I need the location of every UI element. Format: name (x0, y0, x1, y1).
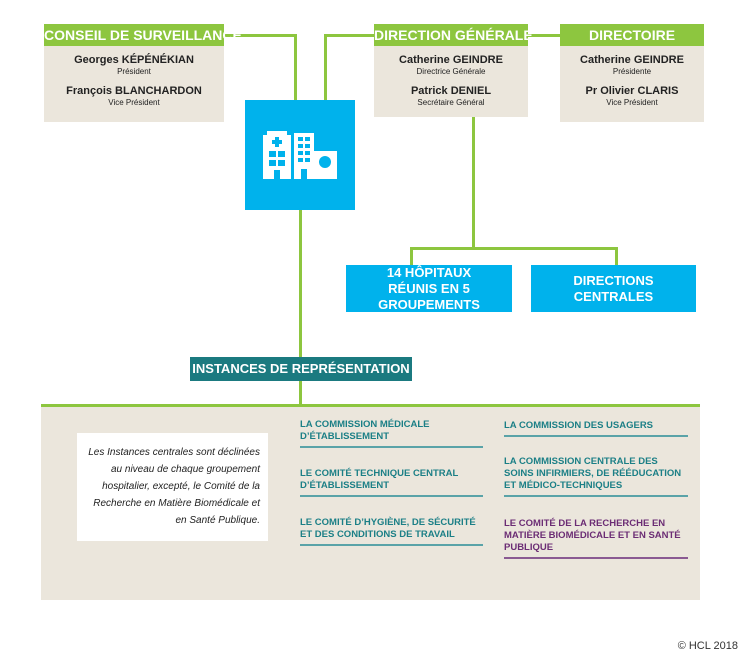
member-name: Georges KÉPÉNÉKIAN (74, 54, 194, 66)
member-role: Président (117, 67, 151, 76)
direction-card: Catherine GEINDRE Directrice Générale Pa… (374, 46, 528, 117)
member-name: Pr Olivier CLARIS (585, 85, 679, 97)
member-name: Patrick DENIEL (410, 85, 492, 97)
member-role: Présidente (612, 67, 652, 76)
connector (299, 210, 302, 406)
connector (528, 34, 560, 37)
connector (410, 247, 413, 265)
directoire-header: DIRECTOIRE (560, 24, 704, 46)
direction-header: DIRECTION GÉNÉRALE (374, 24, 533, 46)
instance-item: LA COMMISSION CENTRALE DES SOINS INFIRMI… (504, 456, 688, 497)
member-role: Directrice Générale (416, 67, 486, 76)
connector (324, 34, 374, 37)
conseil-card: Georges KÉPÉNÉKIAN Président François BL… (44, 46, 224, 122)
member-role: Vice Président (108, 98, 160, 107)
hospital-buildings-icon (263, 131, 337, 179)
member-name: Catherine GEINDRE (399, 54, 503, 66)
connector (410, 247, 618, 250)
instance-item-recherche: LE COMITÉ DE LA RECHERCHE EN MATIÈRE BIO… (504, 518, 688, 559)
connector (294, 34, 297, 100)
connector (224, 34, 297, 37)
member-name: Catherine GEINDRE (580, 54, 684, 66)
member-role: Vice Président (606, 98, 658, 107)
instance-item: LA COMMISSION MÉDICALE D’ÉTABLISSEMENT (300, 419, 483, 448)
hcl-center-box (245, 100, 355, 210)
connector (472, 117, 475, 249)
connector (324, 34, 327, 100)
instances-header: INSTANCES DE REPRÉSENTATION (190, 357, 412, 381)
instance-item: LE COMITÉ D’HYGIÈNE, DE SÉCURITÉ ET DES … (300, 517, 483, 546)
instances-note: Les Instances centrales sont déclinées a… (77, 433, 268, 541)
note-text: Les Instances centrales sont déclinées a… (88, 447, 260, 526)
hopitaux-box: 14 HÔPITAUX RÉUNIS EN 5 GROUPEMENTS (346, 265, 512, 312)
directions-centrales-box: DIRECTIONS CENTRALES (531, 265, 696, 312)
member-name: François BLANCHARDON (66, 85, 202, 97)
member-role: Secrétaire Général (417, 98, 485, 107)
connector (615, 247, 618, 265)
conseil-header: CONSEIL DE SURVEILLANCE (44, 24, 242, 46)
copyright: © HCL 2018 (677, 640, 738, 652)
instance-item: LA COMMISSION DES USAGERS (504, 420, 688, 437)
directoire-card: Catherine GEINDRE Présidente Pr Olivier … (560, 46, 704, 122)
instance-item: LE COMITÉ TECHNIQUE CENTRAL D’ÉTABLISSEM… (300, 468, 483, 497)
